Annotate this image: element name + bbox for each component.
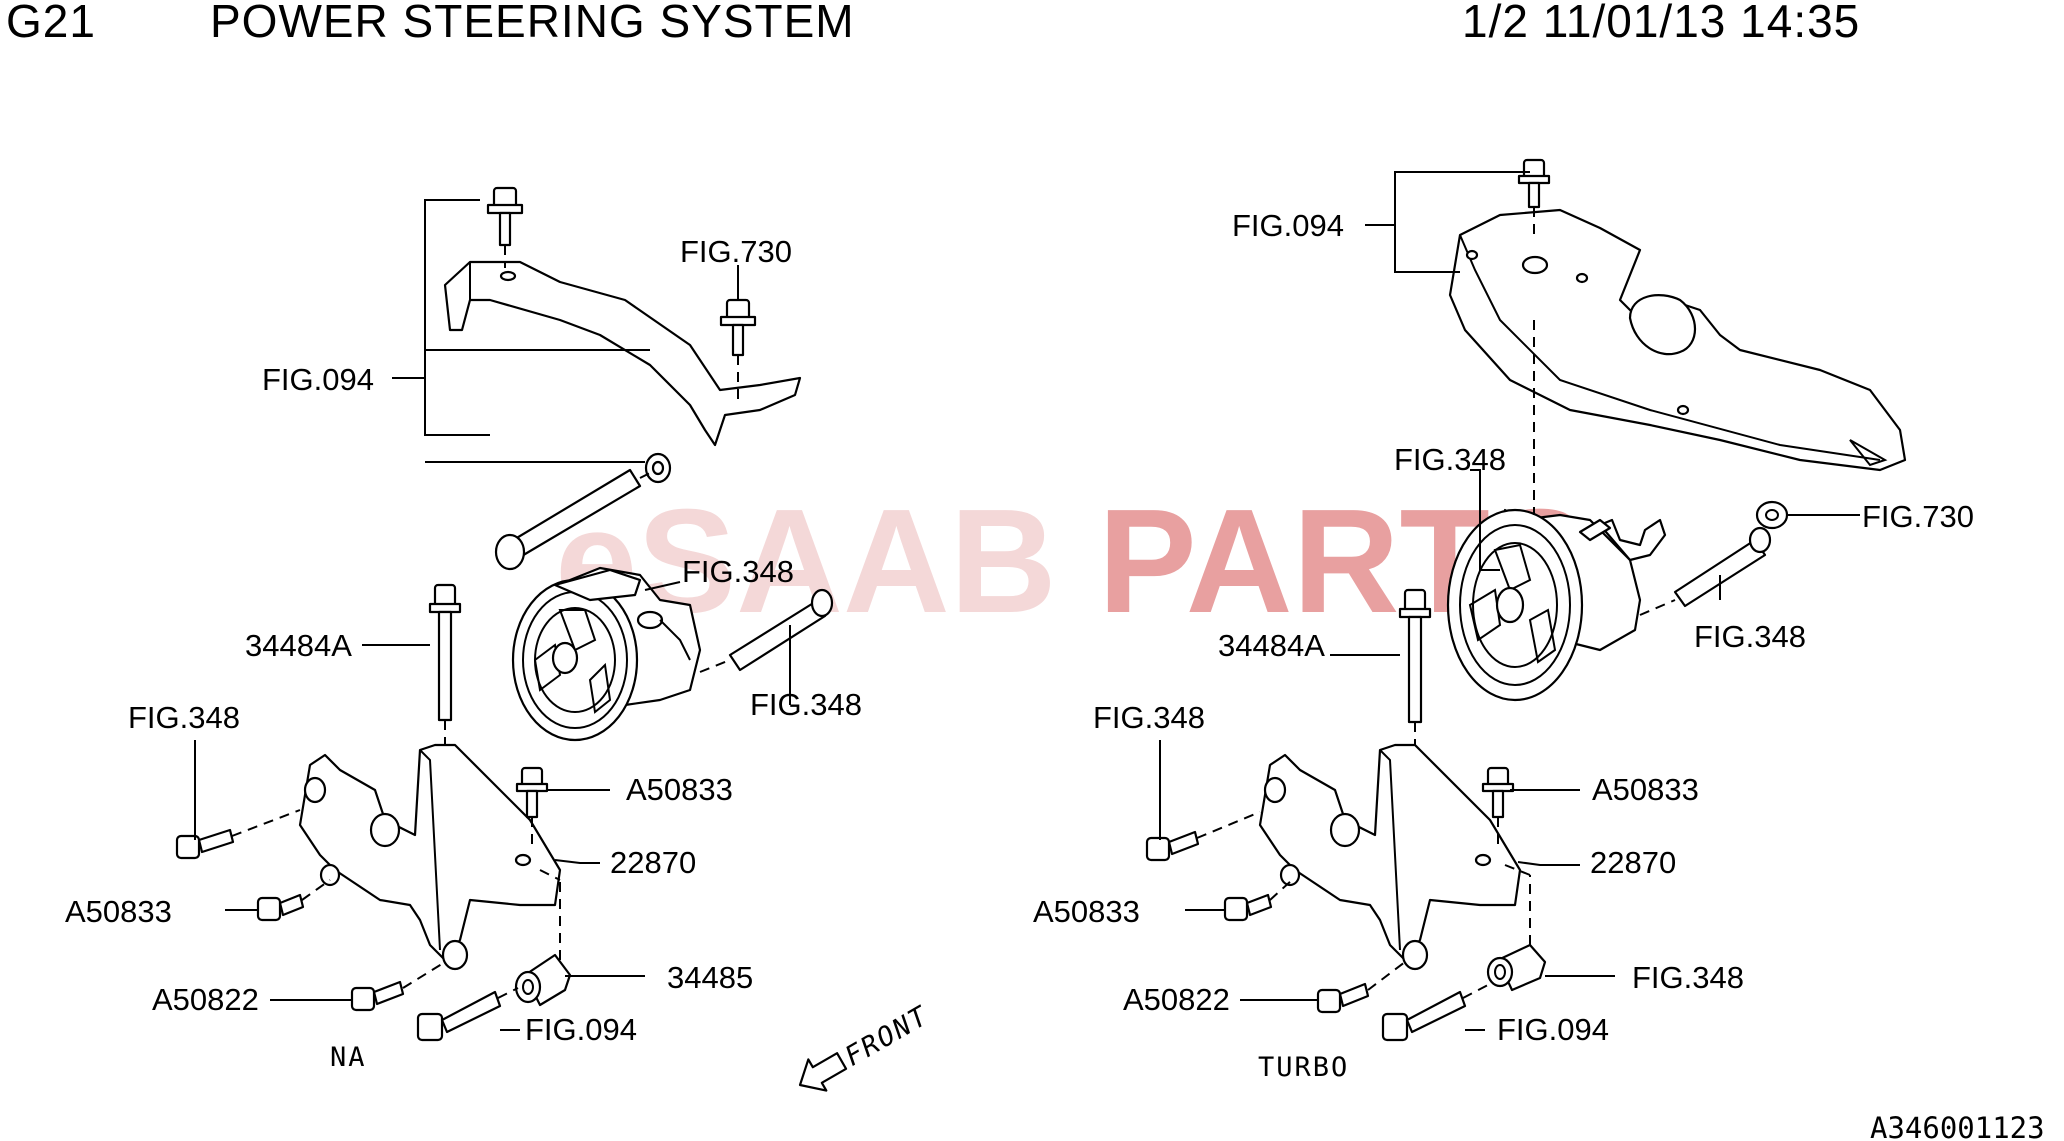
long-bolt-icon [728,588,834,672]
na-assembly: FIG.730 FIG.094 FIG.348 FIG.348 34484A F… [65,186,862,1073]
label-fig094-bottom: FIG.094 [525,1012,637,1047]
front-marker-label: FRONT [840,1000,935,1072]
label-fig730: FIG.730 [680,234,792,269]
cover-bracket [443,260,802,447]
long-bolt-icon [416,990,502,1042]
cover-bracket-turbo [1448,208,1907,472]
label-22870: 22870 [610,845,696,880]
long-bolt-icon [1673,526,1772,608]
label-a50822-turbo: A50822 [1123,982,1230,1017]
bolt-icon [175,828,235,860]
diagram-title: POWER STEERING SYSTEM [210,0,855,47]
bolt-icon [350,980,405,1012]
label-fig348-collar-turbo: FIG.348 [1632,960,1744,995]
label-34485: 34485 [667,960,753,995]
bracket-22870 [298,743,562,971]
collar-turbo [1486,943,1547,992]
label-34484a: 34484A [245,628,352,663]
front-arrow-icon: FRONT [798,1000,935,1092]
label-fig094-top-turbo: FIG.094 [1232,208,1344,243]
long-bolt-icon [1381,990,1467,1042]
label-fig094-top: FIG.094 [262,362,374,397]
variant-caption-na: NA [330,1042,367,1073]
label-a50833-bottom-turbo: A50833 [1033,894,1140,929]
bracket-22870-turbo [1258,743,1522,971]
bolt-icon [1481,766,1515,819]
long-bolt-icon [494,468,642,571]
label-a50833-top: A50833 [626,772,733,807]
stud-bolt-icon [1398,588,1432,724]
label-fig094-bottom-turbo: FIG.094 [1497,1012,1609,1047]
turbo-assembly: FIG.094 FIG.348 FIG.730 FIG.348 34484A F… [1033,158,1974,1083]
label-a50833-bottom: A50833 [65,894,172,929]
stud-bolt-icon [428,583,462,722]
label-fig348-side-turbo: FIG.348 [1093,700,1205,735]
label-fig348-pump: FIG.348 [682,554,794,589]
label-fig348-side: FIG.348 [128,700,240,735]
nut-icon [1755,500,1789,530]
label-a50833-top-turbo: A50833 [1592,772,1699,807]
label-34484a-turbo: 34484A [1218,628,1325,663]
bolt-icon [486,186,524,247]
variant-caption-turbo: TURBO [1258,1052,1349,1083]
diagram-code: G21 [6,0,96,47]
label-22870-turbo: 22870 [1590,845,1676,880]
power-steering-pump [511,566,702,742]
page-info: 1/2 11/01/13 14:35 [1462,0,1861,47]
bolt-icon [1145,830,1200,862]
bolt-icon [256,893,305,922]
bolt-icon [719,298,757,357]
bolt-icon [1223,893,1273,922]
power-steering-pump-turbo [1446,508,1667,702]
collar-34485 [514,953,572,1007]
label-fig348-bolt: FIG.348 [750,687,862,722]
image-id: A346001123 [1870,1111,2045,1141]
label-fig730-turbo: FIG.730 [1862,499,1974,534]
label-a50822: A50822 [152,982,259,1017]
label-fig348-pump-turbo: FIG.348 [1394,442,1506,477]
label-fig348-bolt-turbo: FIG.348 [1694,619,1806,654]
bolt-icon [515,766,549,819]
bolt-icon [1517,158,1551,209]
bolt-icon [1316,982,1370,1014]
